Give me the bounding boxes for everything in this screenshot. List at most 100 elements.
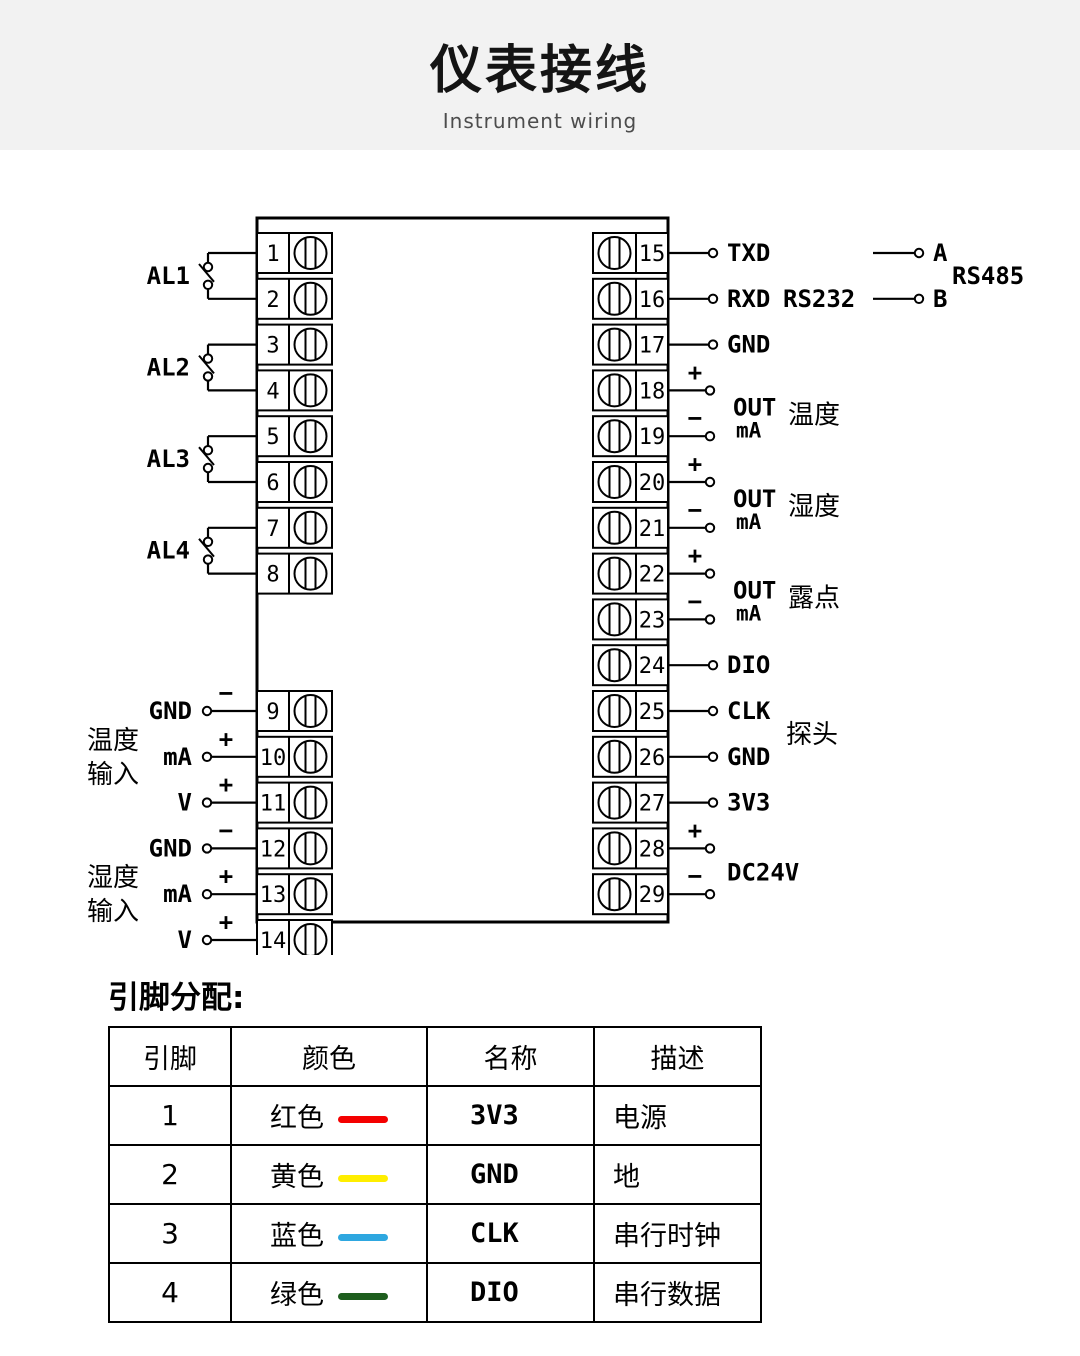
pin-color-cell: 红色 xyxy=(230,1085,428,1146)
contact-point xyxy=(202,462,214,474)
pin-table-header: 颜色 xyxy=(230,1026,428,1087)
pin-table-header: 名称 xyxy=(426,1026,595,1087)
polarity-sign: + xyxy=(219,771,233,799)
contact-point xyxy=(202,536,214,547)
input-terminal-point xyxy=(201,843,213,854)
terminal-number-26: 26 xyxy=(639,746,666,771)
page-subtitle: Instrument wiring xyxy=(442,109,638,133)
pin-color-name: 红色 xyxy=(270,1103,324,1134)
terminal-number-11: 11 xyxy=(260,792,287,817)
terminal-number-29: 29 xyxy=(639,883,666,908)
terminal-number-12: 12 xyxy=(260,837,287,862)
output-terminal-point xyxy=(704,476,716,488)
screw-terminal-icon xyxy=(597,739,632,774)
unit-label: mA xyxy=(736,602,762,626)
pin-color-swatch xyxy=(338,1175,388,1182)
pin-table-heading: 引脚分配: xyxy=(108,980,245,1016)
pin-number-cell: 4 xyxy=(108,1262,232,1323)
terminal-number-18: 18 xyxy=(639,379,666,404)
probe-pin-label: CLK xyxy=(727,697,771,725)
terminal-number-3: 3 xyxy=(266,334,279,359)
unit-label: mA xyxy=(736,418,762,442)
input-pin-label: GND xyxy=(149,834,192,862)
contact-point xyxy=(202,371,214,382)
screw-terminal-icon xyxy=(597,419,632,454)
input-pin-label: mA xyxy=(163,880,192,908)
screw-terminal-icon xyxy=(597,281,632,316)
screw-terminal-icon xyxy=(293,465,328,499)
pin-color-cell: 蓝色 xyxy=(230,1203,428,1264)
screw-terminal-icon xyxy=(597,465,632,499)
contact-point xyxy=(202,353,214,364)
screw-terminal-icon xyxy=(597,877,632,912)
output-terminal-point xyxy=(704,614,716,625)
unit-label: mA xyxy=(736,510,762,534)
input-group-label: 温度 xyxy=(87,726,139,756)
out-label: OUT xyxy=(733,577,776,605)
wiring-diagram: 1234567891011121314151617181920212223242… xyxy=(87,216,1024,955)
pin-table-header: 描述 xyxy=(593,1026,762,1087)
input-pin-label: GND xyxy=(149,697,192,725)
screw-terminal-icon xyxy=(597,556,632,591)
terminal-number-17: 17 xyxy=(639,334,666,359)
power-3v3-label: 3V3 xyxy=(727,789,770,817)
page-title: 仪表接线 xyxy=(429,41,650,101)
output-name: 湿度 xyxy=(788,492,840,522)
pin-color-name: 蓝色 xyxy=(270,1221,324,1252)
screw-terminal-icon xyxy=(597,327,632,362)
screw-terminal-icon xyxy=(293,281,328,316)
rs232-label: RS232 xyxy=(783,285,855,313)
terminal-number-24: 24 xyxy=(639,654,666,679)
input-pin-label: V xyxy=(178,789,192,817)
out-label: OUT xyxy=(733,393,776,421)
terminal-number-27: 27 xyxy=(639,792,666,817)
pin-color-name: 黄色 xyxy=(270,1162,324,1193)
input-group-label: 输入 xyxy=(87,760,139,790)
terminal-number-8: 8 xyxy=(266,563,279,588)
input-pin-label: mA xyxy=(163,743,192,771)
pin-name-cell: CLK xyxy=(426,1203,595,1264)
polarity-sign: − xyxy=(219,679,233,707)
output-terminal-point xyxy=(707,339,719,350)
output-terminal-point xyxy=(704,385,716,396)
terminal-number-6: 6 xyxy=(266,471,279,496)
pin-color-cell: 黄色 xyxy=(230,1144,428,1205)
pin-number-cell: 2 xyxy=(108,1144,232,1205)
terminal-number-7: 7 xyxy=(266,517,279,542)
pin-table-header: 引脚 xyxy=(108,1026,232,1087)
probe-pin-label: DIO xyxy=(727,651,770,679)
screw-terminal-icon xyxy=(597,694,632,728)
polarity-sign: − xyxy=(688,404,702,432)
alarm-label: AL4 xyxy=(147,537,190,565)
terminal-number-16: 16 xyxy=(639,288,666,313)
screw-terminal-icon xyxy=(597,510,632,545)
screw-terminal-icon xyxy=(597,602,632,637)
pin-color-swatch xyxy=(338,1116,388,1123)
terminal-number-22: 22 xyxy=(639,563,666,588)
input-terminal-point xyxy=(201,934,213,946)
polarity-sign: + xyxy=(688,542,702,570)
pin-desc-cell: 串行时钟 xyxy=(593,1203,762,1264)
polarity-sign: − xyxy=(688,862,702,890)
serial-pin-label: GND xyxy=(727,331,770,359)
rs485-a-point xyxy=(913,247,925,259)
contact-arm xyxy=(198,354,215,375)
input-pin-label: V xyxy=(178,926,192,954)
screw-terminal-icon xyxy=(597,648,632,683)
polarity-sign: − xyxy=(219,816,233,844)
screw-terminal-icon xyxy=(597,236,632,270)
contact-arm xyxy=(198,538,215,558)
screw-terminal-icon xyxy=(293,556,328,591)
terminal-number-2: 2 xyxy=(266,288,279,313)
terminal-number-19: 19 xyxy=(639,425,666,450)
pin-desc-cell: 串行数据 xyxy=(593,1262,762,1323)
pin-number-cell: 3 xyxy=(108,1203,232,1264)
terminal-number-15: 15 xyxy=(639,242,666,267)
screw-terminal-icon xyxy=(293,831,328,866)
polarity-sign: + xyxy=(688,358,702,386)
